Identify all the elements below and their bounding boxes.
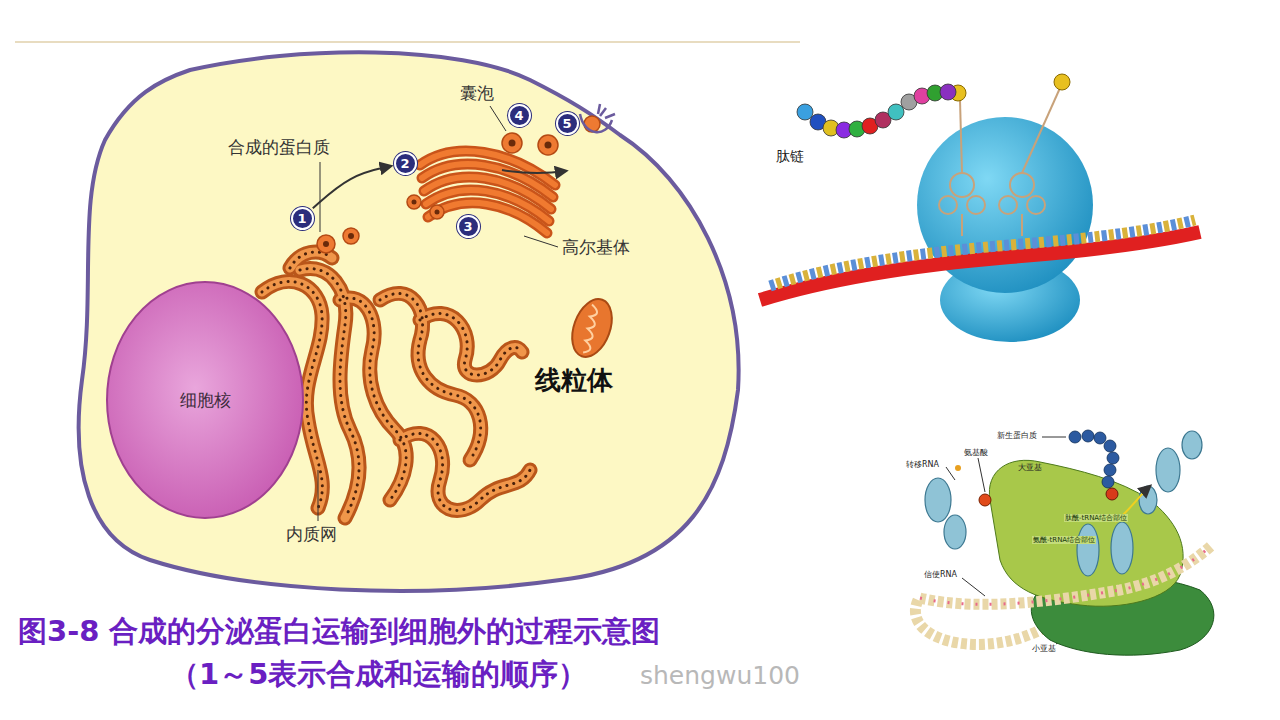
nucleus-label: 细胞核 xyxy=(180,389,231,412)
transport-arrow xyxy=(502,170,566,173)
cell-membrane xyxy=(79,52,739,591)
part-label: 氨基酸 xyxy=(964,448,988,457)
flow-arrow xyxy=(313,166,391,208)
top-rule xyxy=(15,41,800,43)
part-label: 大亚基 xyxy=(1018,463,1042,472)
part-label: 合成的蛋白质 xyxy=(228,138,330,158)
part-label: 高尔基体 xyxy=(562,238,630,258)
part-label: 内质网 xyxy=(286,525,337,545)
site-label: 肽酰-tRNA结合部位 xyxy=(1064,514,1128,522)
callout-number: 3 xyxy=(463,219,472,234)
callout-number: 1 xyxy=(291,207,314,230)
part-label: 线粒体 xyxy=(535,366,613,396)
part-label: 信使RNA xyxy=(924,570,957,579)
ribosome-translation-bottom xyxy=(915,430,1213,655)
part-label: 新生蛋白质 xyxy=(997,431,1037,440)
mitochondrion xyxy=(565,294,619,363)
figure-caption: 图3-8 合成的分泌蛋白运输到细胞外的过程示意图 xyxy=(18,612,661,652)
callout-number: 1 xyxy=(297,211,306,226)
exocytosis xyxy=(580,104,615,132)
part-label: 转移RNA xyxy=(906,460,939,469)
callout-number: 5 xyxy=(562,116,571,131)
watermark: shengwu100 xyxy=(640,662,800,691)
callout-number: 2 xyxy=(400,156,409,171)
ribosome-translation-top xyxy=(760,74,1200,342)
callout-number: 4 xyxy=(514,108,523,123)
vesicles xyxy=(317,116,600,253)
golgi-body xyxy=(420,151,555,233)
callout-number: 3 xyxy=(457,215,480,238)
callout-number: 2 xyxy=(394,152,417,175)
part-label: 囊泡 xyxy=(460,84,494,104)
part-label: 肽链 xyxy=(776,148,804,164)
site-label: 氨酰-tRNA结合部位 xyxy=(1032,536,1096,544)
vesicle-cargo xyxy=(323,140,552,248)
part-label: 小亚基 xyxy=(1032,644,1056,653)
callout-number: 5 xyxy=(556,112,579,135)
nucleus: 细胞核 xyxy=(105,280,305,520)
callout-number: 4 xyxy=(508,104,531,127)
caption-note: （1～5表示合成和运输的顺序） xyxy=(170,658,587,691)
